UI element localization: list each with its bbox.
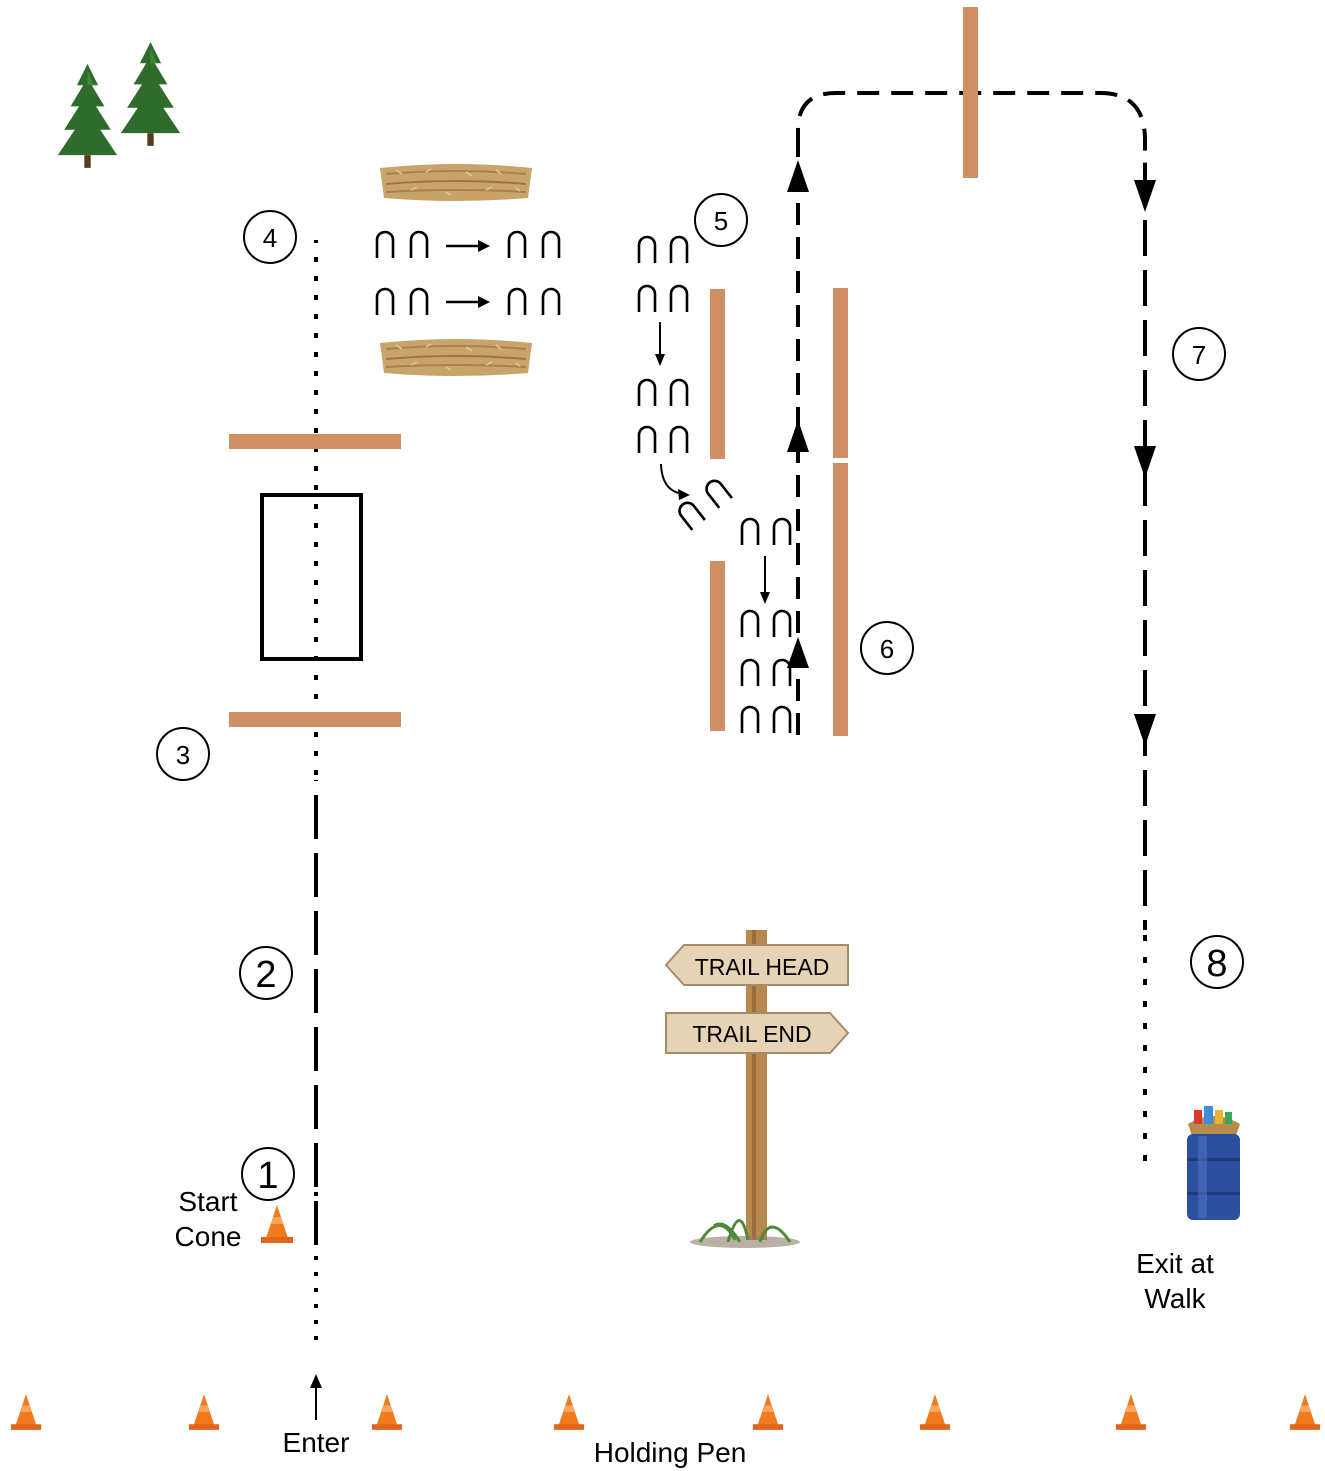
pole-top-left bbox=[229, 434, 401, 449]
station-marker-4: 4 bbox=[243, 210, 297, 264]
box-obstacle bbox=[260, 493, 363, 661]
svg-text:4: 4 bbox=[263, 223, 277, 253]
traffic-cone-icon bbox=[371, 1394, 403, 1430]
holding-pen-label: Holding Pen bbox=[594, 1437, 747, 1468]
start-cone-label-line2: Cone bbox=[175, 1221, 242, 1252]
svg-text:1: 1 bbox=[257, 1155, 278, 1197]
traffic-cone-icon bbox=[1115, 1394, 1147, 1430]
right-path bbox=[1134, 170, 1156, 1170]
enter-label: Enter bbox=[283, 1427, 350, 1458]
station-marker-1: 1 bbox=[241, 1147, 295, 1201]
pole-right-lower bbox=[833, 463, 848, 736]
barrel-icon bbox=[1187, 1106, 1240, 1220]
sign-trail-end: TRAIL END bbox=[692, 1021, 811, 1047]
svg-text:2: 2 bbox=[255, 954, 276, 996]
pine-trees-icon bbox=[57, 42, 181, 168]
svg-text:6: 6 bbox=[880, 634, 894, 664]
svg-text:3: 3 bbox=[176, 740, 190, 770]
traffic-cone-icon bbox=[10, 1394, 42, 1430]
station-marker-5: 5 bbox=[694, 193, 748, 247]
sign-trail-head: TRAIL HEAD bbox=[695, 954, 830, 980]
station-marker-7: 7 bbox=[1172, 327, 1226, 381]
start-cone-icon bbox=[261, 1205, 293, 1243]
direction-arrow-icon bbox=[446, 240, 490, 308]
svg-text:7: 7 bbox=[1192, 340, 1206, 370]
direction-arrow-icon bbox=[655, 322, 770, 604]
top-path bbox=[796, 91, 1147, 170]
pole-right-upper bbox=[833, 288, 848, 458]
enter-arrow-icon bbox=[310, 1374, 322, 1420]
traffic-cone-icon bbox=[919, 1394, 951, 1430]
center-path bbox=[787, 150, 809, 735]
station-marker-2: 2 bbox=[239, 946, 293, 1000]
pole-bottom-left bbox=[229, 712, 401, 727]
station-marker-8: 8 bbox=[1190, 935, 1244, 989]
start-cone-label-line1: Start bbox=[178, 1186, 237, 1217]
pole-top-vertical bbox=[963, 7, 978, 178]
hay-bale-icon bbox=[379, 338, 533, 377]
exit-label-line2: Walk bbox=[1144, 1283, 1206, 1314]
traffic-cone-icon bbox=[553, 1394, 585, 1430]
hay-bale-icon bbox=[379, 163, 533, 202]
trail-sign-icon bbox=[664, 930, 850, 1248]
exit-label-line1: Exit at bbox=[1136, 1248, 1214, 1279]
pole-station5-left bbox=[710, 289, 725, 459]
svg-text:5: 5 bbox=[714, 206, 728, 236]
traffic-cone-icon bbox=[1289, 1394, 1321, 1430]
station-marker-3: 3 bbox=[156, 727, 210, 781]
traffic-cone-icon bbox=[188, 1394, 220, 1430]
svg-text:8: 8 bbox=[1206, 943, 1227, 985]
boundary-cones bbox=[10, 1394, 1321, 1430]
station-marker-6: 6 bbox=[860, 621, 914, 675]
pole-station6-left bbox=[710, 561, 725, 731]
traffic-cone-icon bbox=[752, 1394, 784, 1430]
